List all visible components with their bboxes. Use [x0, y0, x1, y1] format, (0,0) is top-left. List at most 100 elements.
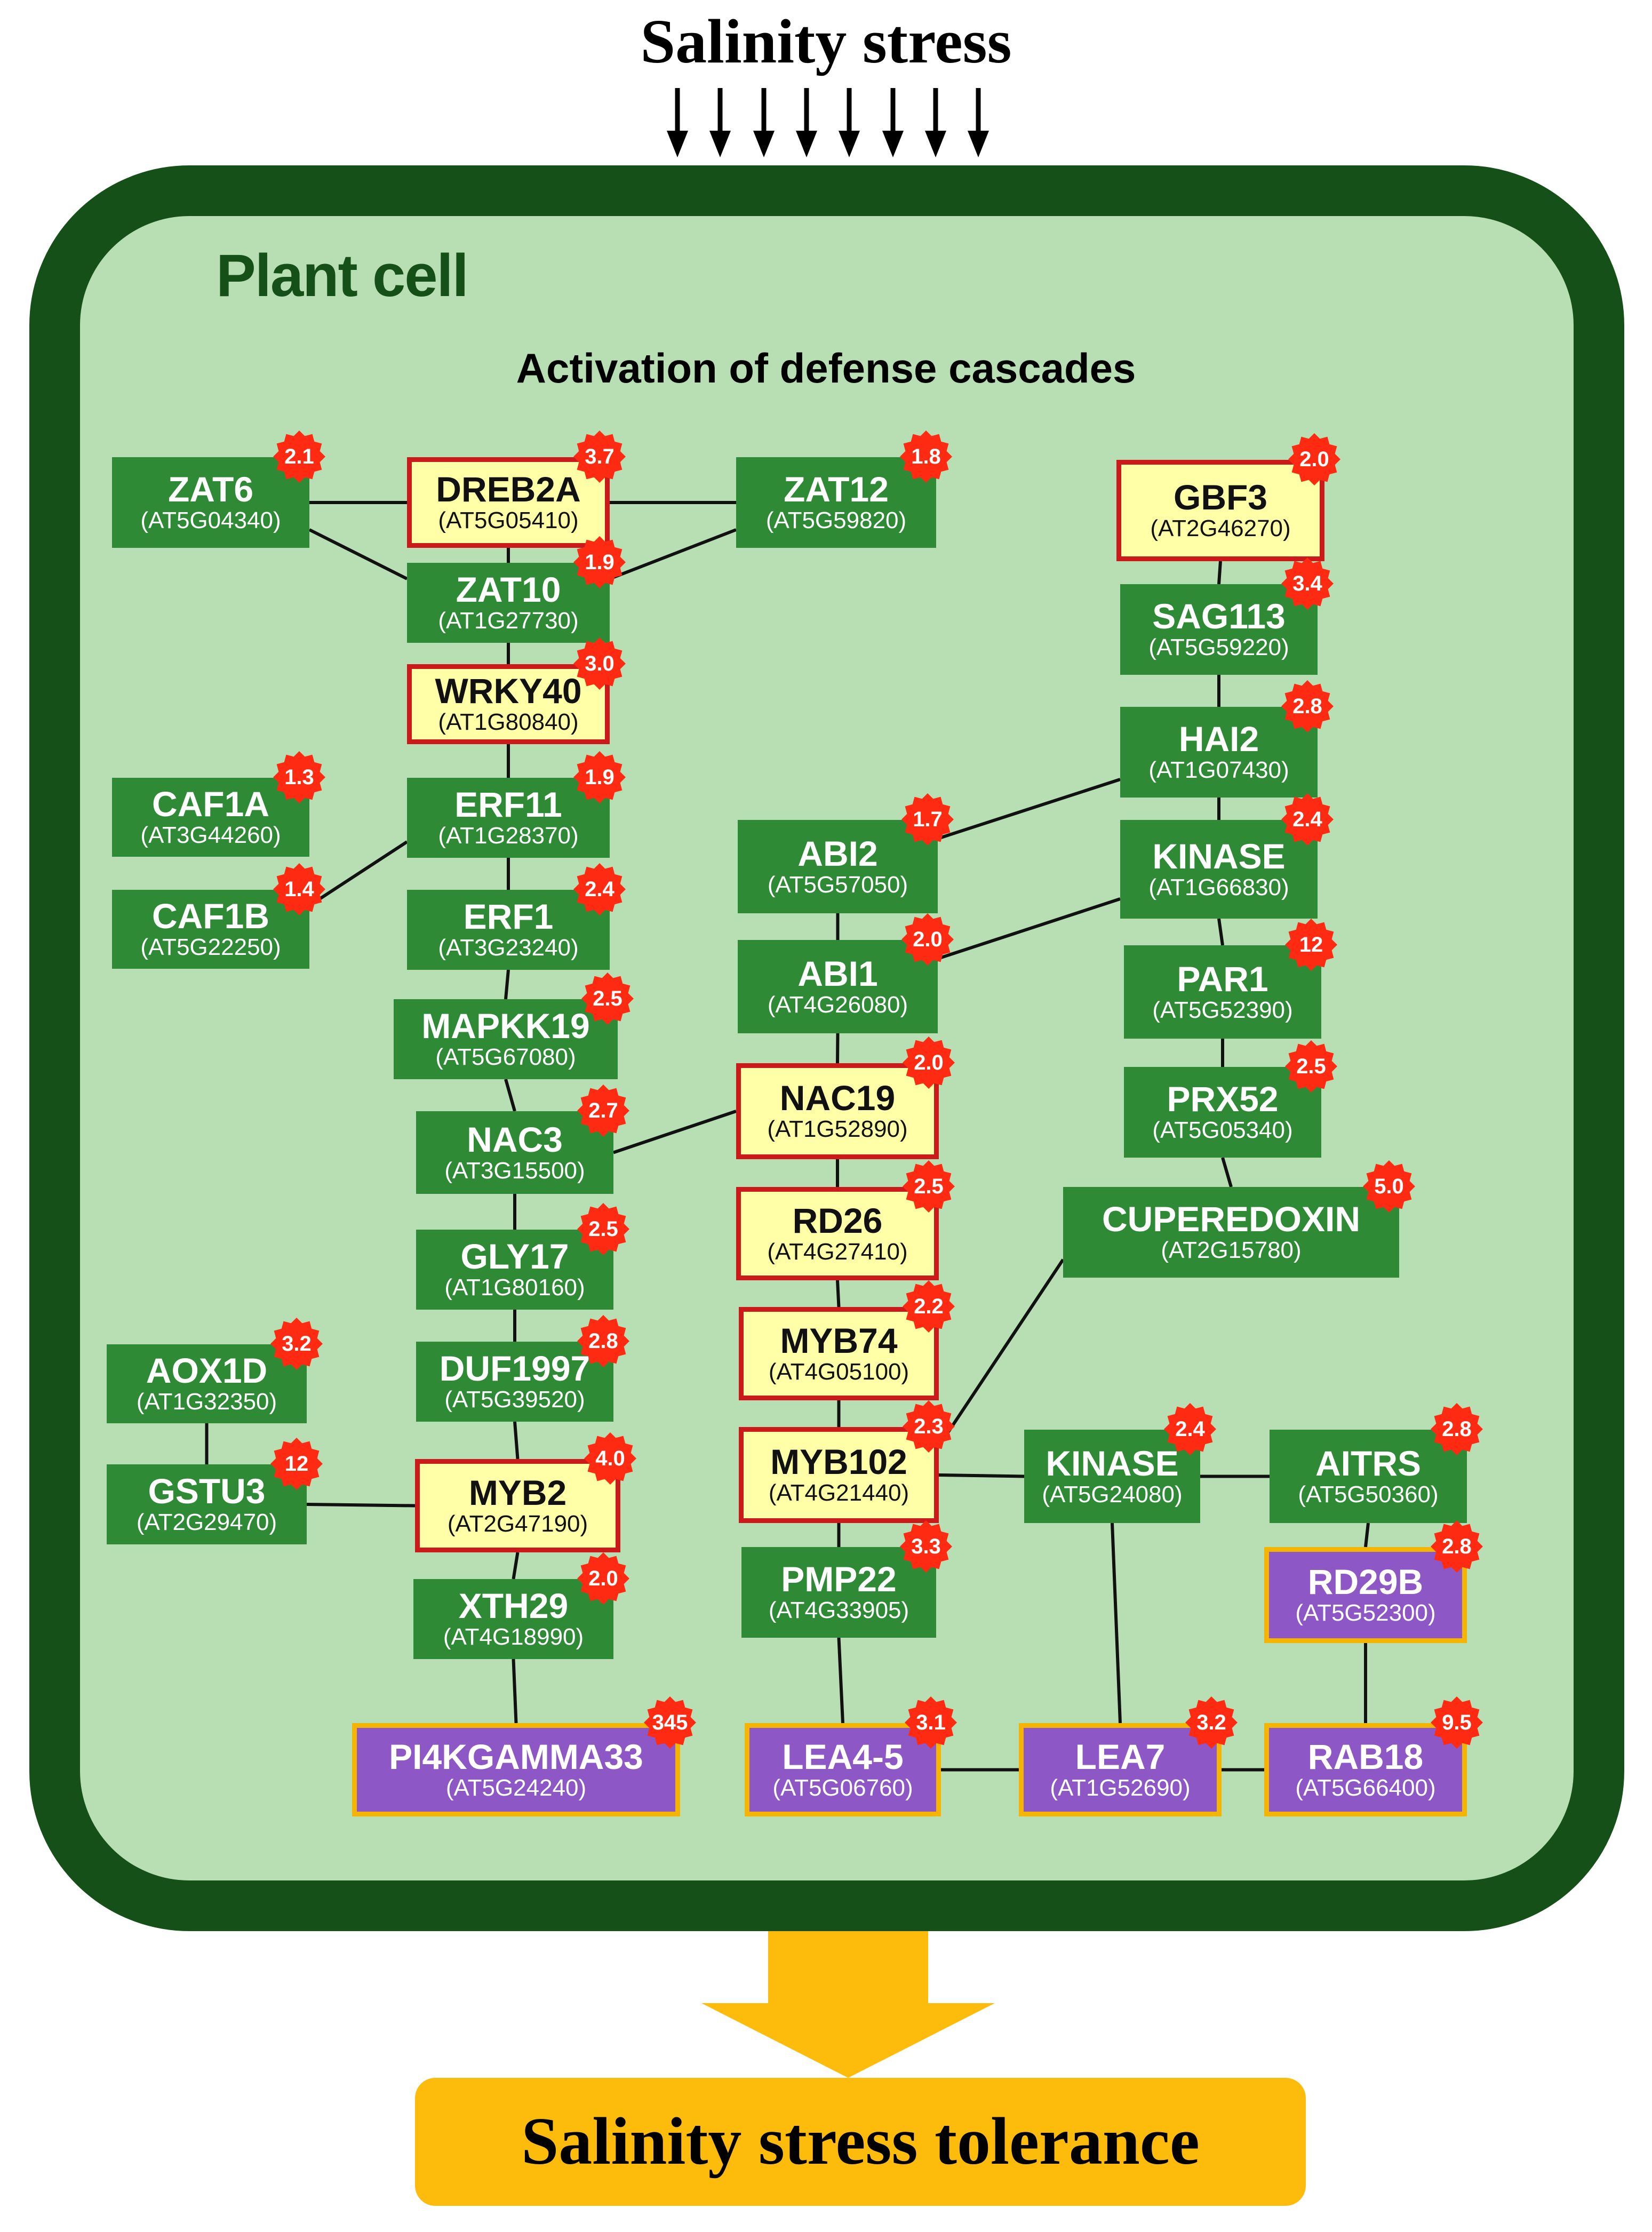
fold-change-value: 2.8: [1442, 1534, 1472, 1558]
gene-node-abi2: ABI2(AT5G57050): [738, 820, 938, 913]
gene-name: RAB18: [1307, 1736, 1424, 1776]
fold-change-value: 12: [284, 1452, 309, 1476]
fold-change-badge: 4.0: [584, 1432, 636, 1485]
stress-arrow-head: [882, 131, 904, 157]
gene-locus: (AT5G59820): [765, 507, 907, 534]
fold-change-badge: 2.5: [903, 1160, 955, 1213]
gene-locus: (AT1G32350): [136, 1389, 277, 1415]
fold-change-badge: 3.0: [573, 637, 626, 690]
gene-name: PMP22: [781, 1559, 897, 1599]
gene-node-aox1d: AOX1D(AT1G32350): [107, 1344, 307, 1423]
fold-change-badge: 345: [644, 1696, 696, 1749]
stress-arrow-head: [667, 131, 688, 157]
gene-name: HAI2: [1178, 719, 1259, 759]
gene-node-myb102: MYB102(AT4G21440): [739, 1427, 939, 1523]
fold-change-value: 3.3: [911, 1534, 941, 1558]
fold-change-badge: 2.0: [903, 1037, 955, 1089]
gene-name: ERF1: [463, 897, 554, 937]
fold-change-badge: 2.8: [1431, 1520, 1483, 1573]
edge-kinase1-par1: [1217, 918, 1224, 946]
edge-prx52-cupredoxin: [1221, 1157, 1233, 1187]
gene-locus: (AT4G33905): [768, 1597, 909, 1624]
gene-node-gbf3: GBF3(AT2G46270): [1116, 460, 1324, 561]
fold-change-value: 1.7: [913, 807, 943, 831]
edge-zat12-zat10: [609, 528, 737, 580]
gene-name: GBF3: [1173, 477, 1268, 517]
gene-node-myb74: MYB74(AT4G05100): [739, 1307, 939, 1400]
gene-node-mapkk19: MAPKK19(AT5G67080): [394, 999, 618, 1079]
gene-node-kinase2: KINASE(AT5G24080): [1024, 1430, 1200, 1523]
edge-hai2-abi2: [937, 778, 1121, 840]
gene-locus: (AT4G05100): [768, 1358, 909, 1385]
gene-name: ZAT6: [167, 469, 254, 509]
fold-change-value: 2.7: [588, 1098, 618, 1122]
gene-node-zat10: ZAT10(AT1G27730): [407, 563, 610, 643]
fold-change-badge: 3.4: [1281, 557, 1334, 610]
gene-node-nac19: NAC19(AT1G52890): [736, 1063, 939, 1159]
gene-locus: (AT5G57050): [767, 871, 908, 898]
gene-locus: (AT5G66400): [1295, 1774, 1436, 1801]
gene-node-gly17: GLY17(AT1G80160): [416, 1230, 613, 1310]
gene-name: KINASE: [1046, 1443, 1179, 1483]
gene-locus: (AT4G26080): [767, 991, 908, 1018]
gene-name: MYB2: [468, 1472, 567, 1512]
gene-locus: (AT5G05340): [1152, 1117, 1293, 1144]
gene-name: SAG113: [1152, 596, 1286, 636]
stress-arrow-head: [968, 131, 989, 157]
gene-name: ABI2: [797, 833, 878, 873]
edge-nac3-nac19: [613, 1110, 737, 1154]
fold-change-value: 3.4: [1292, 571, 1322, 595]
gene-name: MYB102: [770, 1442, 907, 1482]
edge-zat6-zat10: [308, 528, 408, 580]
gene-name: GSTU3: [148, 1471, 266, 1511]
fold-change-value: 2.8: [588, 1329, 618, 1353]
edge-rd26-myb74: [836, 1280, 841, 1308]
gene-node-lea7: LEA7(AT1G52690): [1019, 1723, 1222, 1816]
salinity-tolerance-box: Salinity stress tolerance: [415, 2078, 1306, 2206]
edge-duf1997-myb2: [513, 1421, 520, 1460]
gene-node-myb2: MYB2(AT2G47190): [415, 1459, 620, 1552]
fold-change-value: 2.4: [585, 877, 614, 901]
fold-change-value: 1.3: [284, 765, 314, 789]
fold-change-value: 3.7: [585, 444, 614, 468]
gene-name: DUF1997: [439, 1349, 590, 1389]
fold-change-value: 345: [652, 1710, 688, 1734]
stress-arrow-head: [753, 131, 775, 157]
gene-node-caf1b: CAF1B(AT5G22250): [112, 890, 309, 969]
gene-locus: (AT5G24080): [1042, 1481, 1183, 1508]
gene-locus: (AT2G47190): [447, 1510, 588, 1537]
gene-locus: (AT3G23240): [438, 935, 579, 961]
fold-change-value: 2.5: [914, 1174, 944, 1198]
gene-locus: (AT1G28370): [438, 823, 579, 849]
gene-locus: (AT2G15780): [1161, 1237, 1302, 1264]
gene-name: WRKY40: [435, 671, 582, 711]
gene-name: RD26: [792, 1200, 883, 1240]
gene-locus: (AT5G04340): [140, 507, 281, 534]
fold-change-badge: 2.7: [577, 1085, 629, 1137]
fold-change-badge: 2.8: [1431, 1403, 1483, 1455]
fold-change-badge: 2.3: [903, 1400, 955, 1453]
edge-myb102-kinase2: [938, 1473, 1025, 1478]
gene-node-rab18: RAB18(AT5G66400): [1264, 1723, 1467, 1816]
gene-name: KINASE: [1152, 836, 1286, 876]
fold-change-badge: 2.0: [1288, 433, 1340, 485]
gene-node-dreb2a: DREB2A(AT5G05410): [407, 457, 610, 548]
gene-locus: (AT5G52300): [1295, 1600, 1436, 1627]
fold-change-value: 2.2: [914, 1294, 944, 1318]
gene-locus: (AT5G52390): [1152, 997, 1293, 1023]
edge-myb2-xth29: [512, 1552, 520, 1580]
gene-node-erf11: ERF11(AT1G28370): [407, 778, 610, 858]
fold-change-badge: 5.0: [1363, 1160, 1415, 1213]
gene-node-zat6: ZAT6(AT5G04340): [112, 457, 309, 548]
gene-locus: (AT1G52890): [767, 1116, 908, 1143]
fold-change-badge: 3.2: [1185, 1696, 1238, 1749]
gene-locus: (AT2G46270): [1150, 515, 1291, 542]
fold-change-value: 2.4: [1292, 807, 1322, 831]
edge-kinase2-lea7: [1111, 1522, 1122, 1724]
gene-node-lea45: LEA4-5(AT5G06760): [745, 1723, 941, 1816]
gene-name: MYB74: [780, 1320, 898, 1360]
gene-name: ERF11: [454, 785, 562, 825]
gene-name: AOX1D: [146, 1351, 268, 1391]
fold-change-value: 9.5: [1442, 1710, 1472, 1734]
fold-change-value: 1.4: [284, 877, 314, 901]
